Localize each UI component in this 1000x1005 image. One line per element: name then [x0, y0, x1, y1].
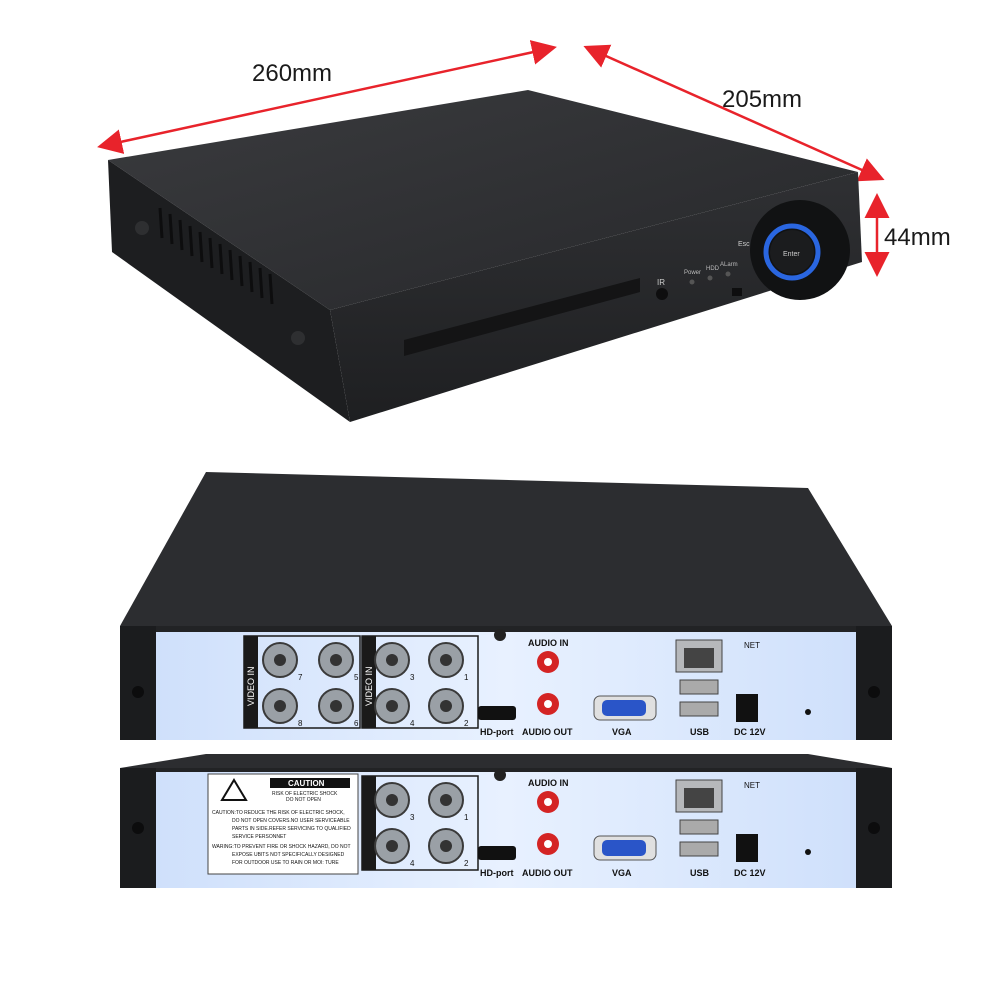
vga-port [602, 700, 646, 716]
channel-label: 2 [464, 719, 469, 728]
side-screw [135, 221, 149, 235]
channel-label: 7 [298, 673, 303, 682]
hdmi-port [478, 846, 516, 860]
channel-label: 3 [410, 813, 415, 822]
caution-text: CAUTION:TO REDUCE THE RISK OF ELECTRIC S… [212, 810, 345, 816]
bnc-connectors [374, 782, 464, 864]
mount-screw [868, 686, 880, 698]
dvr-front-view: Enter Esc IR Power HDD ALarm [108, 90, 862, 422]
usb-label: USB [690, 727, 710, 737]
caution-text: WARING:TO PREVENT FIRE OR SHOCK HAZARD, … [212, 844, 351, 850]
led-power [689, 279, 695, 285]
led-alarm [725, 271, 731, 277]
dc-label: DC 12V [734, 727, 766, 737]
dc-jack [736, 694, 758, 722]
vga-label: VGA [612, 868, 632, 878]
caution-sub: DO NOT OPEN [286, 797, 321, 803]
dvr-rear-4ch: CAUTION RISK OF ELECTRIC SHOCK DO NOT OP… [120, 754, 892, 888]
channel-label: 5 [354, 673, 359, 682]
width-label: 260mm [252, 60, 333, 87]
channel-label: 8 [298, 719, 303, 728]
dvr-rear-8ch: VIDEO IN VIDEO IN 7 5 3 1 8 6 4 2 AUDIO … [120, 472, 892, 740]
caution-text: EXPOSE UBITS NOT SPECIFICALLY DESIGNED [232, 852, 345, 858]
channel-label: 1 [464, 813, 469, 822]
caution-text: DO NOT OPEN COVERS.NO USER SERVICEABLE [232, 818, 350, 824]
net-label: NET [744, 781, 760, 790]
caution-sticker [207, 773, 359, 875]
caution-title: CAUTION [288, 779, 325, 788]
side-vents [158, 207, 274, 305]
audio-out-label: AUDIO OUT [522, 868, 573, 878]
led-hdd [707, 275, 713, 281]
side-screw [291, 331, 305, 345]
vga-port [602, 840, 646, 856]
channel-label: 2 [464, 859, 469, 868]
front-slot [404, 278, 640, 356]
hd-port-label: HD-port [480, 727, 514, 737]
hd-port-label: HD-port [480, 868, 514, 878]
caution-text: SERVICE PERSONNET [232, 834, 286, 840]
caution-text: FOR OUTDOOR USE TO RAIN OR MOI: TURE [232, 860, 339, 866]
audio-out-label: AUDIO OUT [522, 727, 573, 737]
usb-port [679, 701, 719, 717]
dc-jack [736, 834, 758, 862]
video-in-label-2: VIDEO IN [364, 666, 374, 706]
video-in-label: VIDEO IN [246, 666, 256, 706]
ground-screw [805, 709, 811, 715]
width-arrow [97, 40, 557, 154]
channel-label: 4 [410, 719, 415, 728]
net-label: NET [744, 641, 760, 650]
panel-screw [494, 629, 506, 641]
led-hdd-label: HDD [706, 266, 720, 272]
audio-in-label: AUDIO IN [528, 638, 569, 648]
led-alarm-label: ALarm [720, 262, 738, 268]
ir-sensor [656, 288, 668, 300]
channel-label: 1 [464, 673, 469, 682]
panel-screw [494, 769, 506, 781]
height-label: 44mm [884, 224, 951, 251]
channel-label: 3 [410, 673, 415, 682]
mount-screw [868, 822, 880, 834]
bnc-connectors [262, 642, 464, 724]
ir-label: IR [657, 278, 665, 287]
dc-label: DC 12V [734, 868, 766, 878]
usb-port [679, 819, 719, 835]
mount-screw [132, 822, 144, 834]
enter-button[interactable]: Enter [783, 251, 800, 258]
usb-front-port [732, 288, 742, 296]
depth-label: 205mm [722, 86, 803, 113]
channel-label: 6 [354, 719, 359, 728]
channel-label: 4 [410, 859, 415, 868]
vga-label: VGA [612, 727, 632, 737]
led-power-label: Power [684, 270, 701, 276]
usb-label: USB [690, 868, 710, 878]
hdmi-port [478, 706, 516, 720]
esc-button[interactable]: Esc [738, 241, 750, 248]
ground-screw [805, 849, 811, 855]
blue-ring [763, 223, 821, 281]
usb-port [679, 679, 719, 695]
caution-text: PARTS IN SIDE.REFER SERVICING TO QUALIFI… [232, 826, 351, 832]
audio-in-label: AUDIO IN [528, 778, 569, 788]
warning-icon [220, 778, 248, 801]
caution-sub: RISK OF ELECTRIC SHOCK [272, 791, 338, 797]
depth-arrow [583, 44, 885, 182]
usb-port [679, 841, 719, 857]
mount-screw [132, 686, 144, 698]
